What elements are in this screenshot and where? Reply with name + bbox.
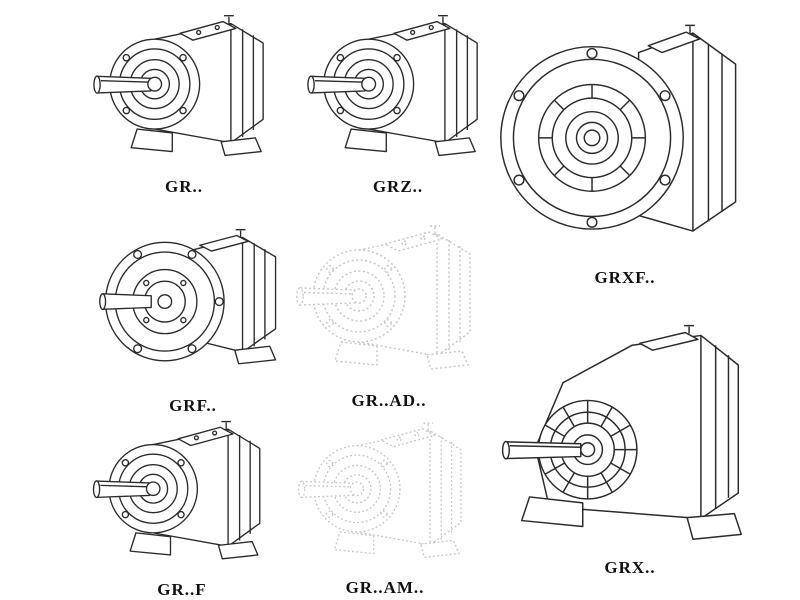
- gearbox-drawing-foot-mounted-icon: [307, 15, 478, 157]
- gearbox-drawing-flange-mounted-icon: [99, 229, 277, 365]
- gearbox-drawing-phantom-icon: [297, 422, 462, 558]
- figure-grad: GR..AD..: [288, 214, 490, 411]
- figure-label-gr: GR..: [165, 177, 203, 196]
- figure-gr: GR..: [86, 4, 282, 197]
- figure-label-grad: GR..AD..: [351, 391, 427, 410]
- figure-label-grz: GRZ..: [372, 177, 424, 196]
- gearbox-drawing-foot-mounted-icon: [92, 420, 261, 560]
- gearbox-drawing-phantom-icon: [296, 225, 471, 370]
- figure-label-grxf: GRXF..: [594, 268, 656, 287]
- figure-label-gram: GR..AM..: [345, 578, 425, 597]
- figure-grff: GR..F: [86, 410, 278, 600]
- figure-label-grx: GRX..: [604, 558, 656, 577]
- figure-label-grf: GRF..: [169, 396, 217, 415]
- gearbox-drawing-large-foot-mounted-icon: [501, 324, 742, 540]
- gearbox-drawing-foot-mounted-icon: [93, 15, 264, 157]
- figure-grxf: GRXF..: [494, 2, 756, 288]
- figure-gram: GR..AM..: [290, 412, 480, 598]
- figure-label-grff: GR..F: [157, 580, 207, 599]
- gearbox-drawing-flange-mounted-icon: [500, 24, 737, 232]
- figure-grx: GRX..: [490, 300, 770, 578]
- figure-grf: GRF..: [90, 214, 296, 416]
- figure-grz: GRZ..: [300, 4, 496, 197]
